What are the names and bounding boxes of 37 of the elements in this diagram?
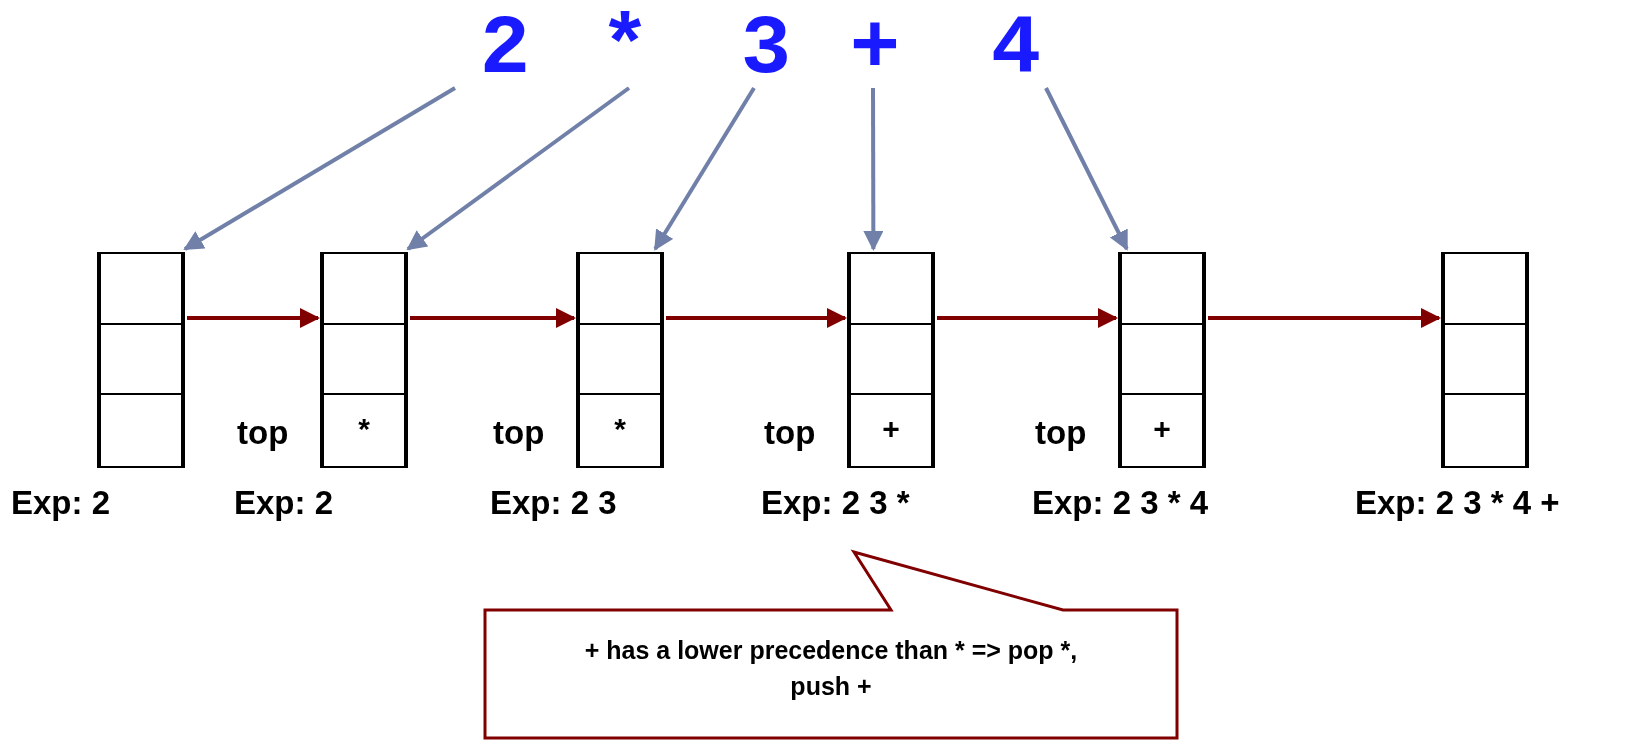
stack-caption: Exp: 2 3 * 4 <box>1032 486 1209 519</box>
stack-symbol: + <box>1153 414 1171 444</box>
stack-drawing <box>320 252 408 468</box>
stack-caption: top <box>493 416 545 449</box>
stack-caption: Exp: 2 <box>234 486 334 519</box>
stack-drawing <box>576 252 664 468</box>
arrow <box>1208 308 1441 328</box>
arrow <box>653 86 756 251</box>
expression-token: + <box>849 8 901 92</box>
stack-symbol: + <box>882 414 900 444</box>
expression-token: * <box>599 8 651 92</box>
arrow <box>863 88 884 251</box>
expression-token: 2 <box>479 8 531 92</box>
arrow <box>406 86 631 251</box>
stack-drawing <box>847 252 935 468</box>
stack-caption: Exp: 2 <box>11 486 111 519</box>
stack-caption: Exp: 2 3 * <box>761 486 910 519</box>
stack-symbol: * <box>614 414 626 444</box>
arrow <box>666 308 847 328</box>
arrow <box>410 308 576 328</box>
arrow <box>183 86 457 251</box>
arrow <box>937 308 1118 328</box>
expression-token: 3 <box>740 8 792 92</box>
callout-text: + has a lower precedence than * => pop *, push + <box>583 635 1079 703</box>
stack-drawing <box>1118 252 1206 468</box>
callout-bubble <box>483 549 1179 740</box>
stack-caption: top <box>1035 416 1087 449</box>
stack-drawing <box>97 252 185 468</box>
arrow <box>1044 87 1129 251</box>
arrow <box>187 308 320 328</box>
stack-caption: Exp: 2 3 <box>490 486 617 519</box>
stack-symbol: * <box>358 414 370 444</box>
expression-token: 4 <box>990 8 1042 92</box>
stack-caption: top <box>764 416 816 449</box>
stack-caption: Exp: 2 3 * 4 + <box>1355 486 1560 519</box>
stack-drawing <box>1441 252 1529 468</box>
stack-caption: top <box>237 416 289 449</box>
